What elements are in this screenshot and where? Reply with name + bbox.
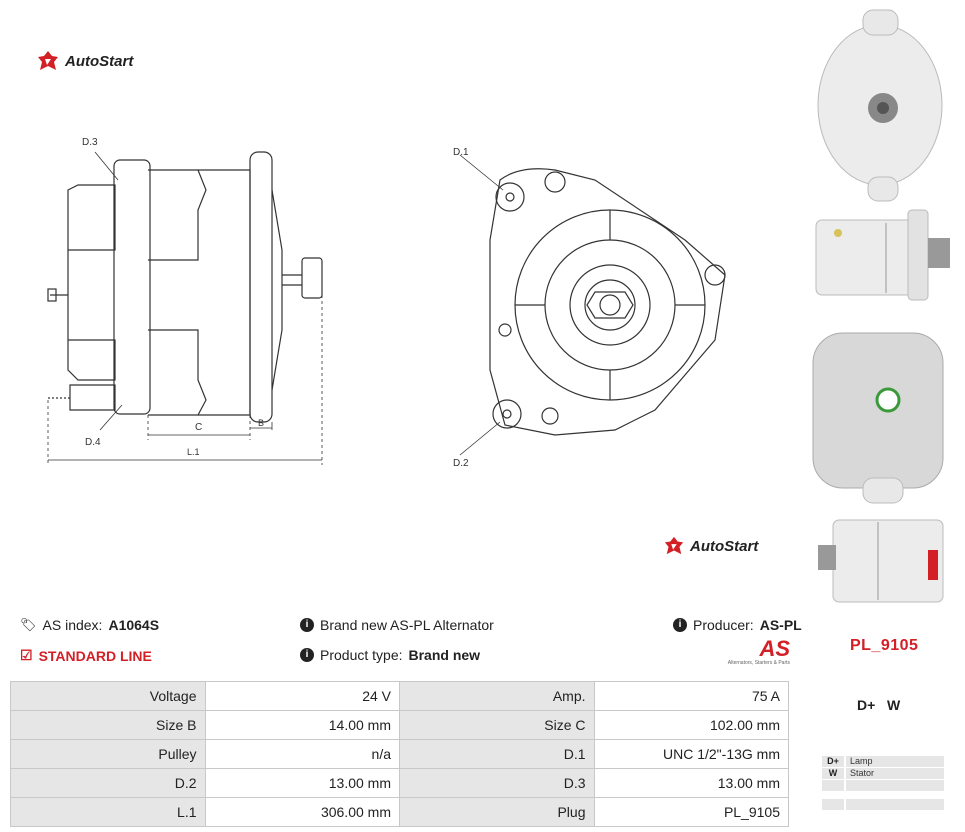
plug-terminals: D+ W bbox=[857, 697, 901, 713]
list-item: D+ Lamp bbox=[822, 756, 944, 767]
label-l1: L.1 bbox=[187, 447, 200, 457]
product-photo-side bbox=[808, 208, 958, 303]
spec-value: n/a bbox=[204, 739, 400, 769]
spec-label: D.3 bbox=[399, 768, 595, 798]
standard-line: ☑ STANDARD LINE bbox=[20, 647, 152, 664]
product-photo-side-alt bbox=[808, 510, 958, 610]
spec-value: 14.00 mm bbox=[204, 710, 400, 740]
label-d4: D.4 bbox=[85, 437, 101, 448]
label-c: C bbox=[195, 422, 202, 433]
spec-label: Size B bbox=[10, 710, 206, 740]
spec-label: L.1 bbox=[10, 797, 206, 827]
as-index-value: A1064S bbox=[108, 617, 160, 633]
product-type-value: Brand new bbox=[408, 647, 481, 663]
spec-label: D.1 bbox=[399, 739, 595, 769]
spec-label: Size C bbox=[399, 710, 595, 740]
spec-value: 13.00 mm bbox=[593, 768, 789, 798]
table-row: Voltage 24 V Amp. 75 A bbox=[10, 681, 789, 711]
product-photo-front bbox=[808, 5, 958, 205]
terminal-key: D+ bbox=[822, 756, 844, 767]
terminal-key: W bbox=[822, 768, 844, 779]
list-item bbox=[822, 799, 944, 810]
front-view-drawing: D.1 D.2 bbox=[453, 147, 726, 469]
table-row: Size B 14.00 mm Size C 102.00 mm bbox=[10, 710, 789, 740]
standard-line-text: STANDARD LINE bbox=[38, 647, 152, 664]
autostart-logo-text: AutoStart bbox=[65, 52, 134, 70]
plug-terminal-table: D+ Lamp W Stator bbox=[822, 756, 944, 811]
spec-value: PL_9105 bbox=[593, 797, 789, 827]
side-view-drawing: D.3 D.4 C B L.1 bbox=[47, 137, 323, 465]
table-row: L.1 306.00 mm Plug PL_9105 bbox=[10, 797, 789, 827]
check-square-icon: ☑ bbox=[20, 647, 33, 663]
spec-label: D.2 bbox=[10, 768, 206, 798]
autostart-logo-icon bbox=[38, 51, 58, 70]
spec-value: 24 V bbox=[204, 681, 400, 711]
producer-value: AS-PL bbox=[759, 617, 802, 633]
product-type-label: Product type: bbox=[320, 647, 403, 663]
spec-value: 102.00 mm bbox=[593, 710, 789, 740]
spec-value: UNC 1/2"-13G mm bbox=[593, 739, 789, 769]
product-type: i Product type: Brand new bbox=[300, 647, 480, 663]
as-index: 🏷 AS index: A1064S bbox=[20, 617, 159, 633]
spec-label: Pulley bbox=[10, 739, 206, 769]
label-d2: D.2 bbox=[453, 458, 469, 469]
terminal-key bbox=[822, 799, 844, 810]
info-icon: i bbox=[300, 648, 314, 662]
terminal-desc bbox=[846, 799, 944, 810]
terminal-desc bbox=[846, 780, 944, 791]
autostart-logo-text: AutoStart bbox=[690, 537, 759, 555]
plug-code: PL_9105 bbox=[850, 637, 919, 654]
list-item bbox=[822, 780, 944, 791]
terminal-desc: Lamp bbox=[846, 756, 944, 767]
spec-value: 306.00 mm bbox=[204, 797, 400, 827]
spec-value: 13.00 mm bbox=[204, 768, 400, 798]
autostart-logo-secondary: AutoStart bbox=[664, 536, 758, 556]
description: i Brand new AS-PL Alternator bbox=[300, 617, 494, 633]
description-text: Brand new AS-PL Alternator bbox=[320, 617, 494, 633]
table-row: Pulley n/a D.1 UNC 1/2"-13G mm bbox=[10, 739, 789, 769]
label-d3: D.3 bbox=[82, 137, 98, 148]
product-photo-rear bbox=[808, 318, 958, 508]
as-index-label: AS index: bbox=[42, 617, 103, 633]
tag-icon: 🏷 bbox=[20, 617, 37, 632]
producer-label: Producer: bbox=[693, 617, 754, 633]
producer: i Producer: AS-PL bbox=[673, 617, 802, 633]
info-icon: i bbox=[300, 618, 314, 632]
autostart-logo-icon bbox=[664, 536, 684, 555]
terminal-key bbox=[822, 780, 844, 791]
as-pl-logo-mark: AS bbox=[759, 636, 790, 661]
label-d1: D.1 bbox=[453, 147, 469, 158]
specs-table: Voltage 24 V Amp. 75 A Size B 14.00 mm S… bbox=[10, 681, 789, 827]
as-pl-logo: AS Alternators, Starters & Parts bbox=[705, 636, 790, 667]
as-pl-logo-tagline: Alternators, Starters & Parts bbox=[727, 660, 790, 666]
terminal-desc: Stator bbox=[846, 768, 944, 779]
spec-value: 75 A bbox=[593, 681, 789, 711]
table-row: D.2 13.00 mm D.3 13.00 mm bbox=[10, 768, 789, 798]
autostart-logo: AutoStart bbox=[37, 50, 133, 72]
spec-label: Amp. bbox=[399, 681, 595, 711]
info-icon: i bbox=[673, 618, 687, 632]
spec-label: Voltage bbox=[10, 681, 206, 711]
label-b: B bbox=[258, 418, 264, 428]
spec-label: Plug bbox=[399, 797, 595, 827]
list-item: W Stator bbox=[822, 768, 944, 779]
